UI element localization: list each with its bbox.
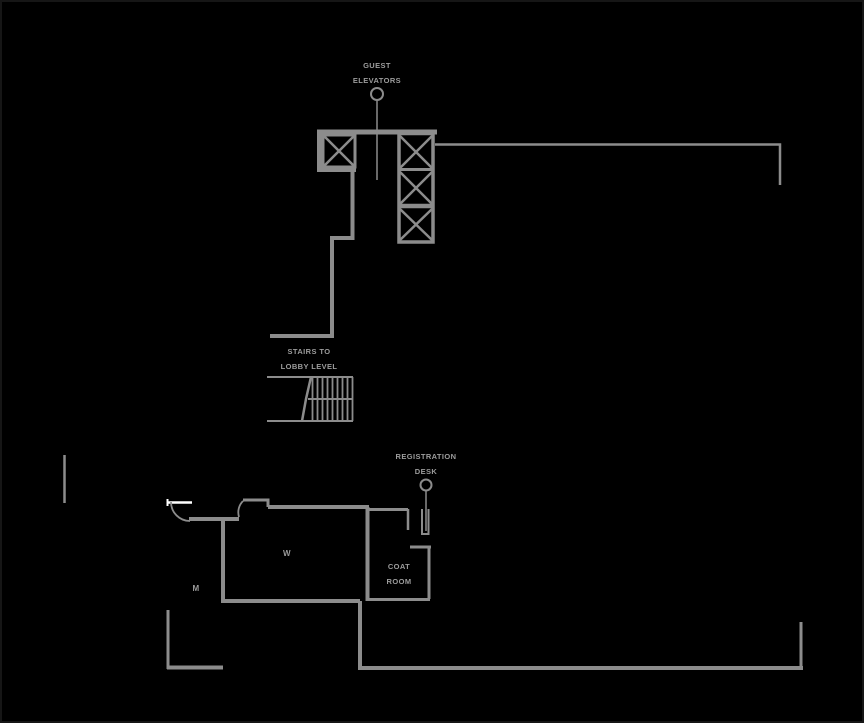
guest-elevators-callout <box>370 87 384 180</box>
door-swing-icon <box>170 501 191 522</box>
stairs-label: STAIRS TO LOBBY LEVEL <box>280 347 338 371</box>
door-swing-icon <box>237 500 244 518</box>
callout-circle-icon <box>419 478 433 492</box>
registration-desk-label: REGISTRATION DESK <box>395 452 457 476</box>
womens-room-label: W <box>283 549 291 558</box>
callout-circle-icon <box>370 87 384 101</box>
guest-elevators-label: GUEST ELEVATORS <box>352 61 402 85</box>
lobby-boundary-walls <box>63 455 803 670</box>
entry-doors <box>166 498 270 522</box>
coat-room-walls <box>365 507 431 601</box>
mens-room-label: M <box>192 584 200 593</box>
registration-desk-counter <box>421 509 430 535</box>
coat-room-label: COAT ROOM <box>386 562 412 586</box>
registration-desk-callout <box>419 478 433 531</box>
corridor-wall <box>435 143 782 185</box>
elevator-bank-icon <box>397 131 435 244</box>
elevator-shaft-icon <box>321 133 357 169</box>
stairs-icon <box>267 376 354 422</box>
restroom-walls <box>166 505 369 670</box>
